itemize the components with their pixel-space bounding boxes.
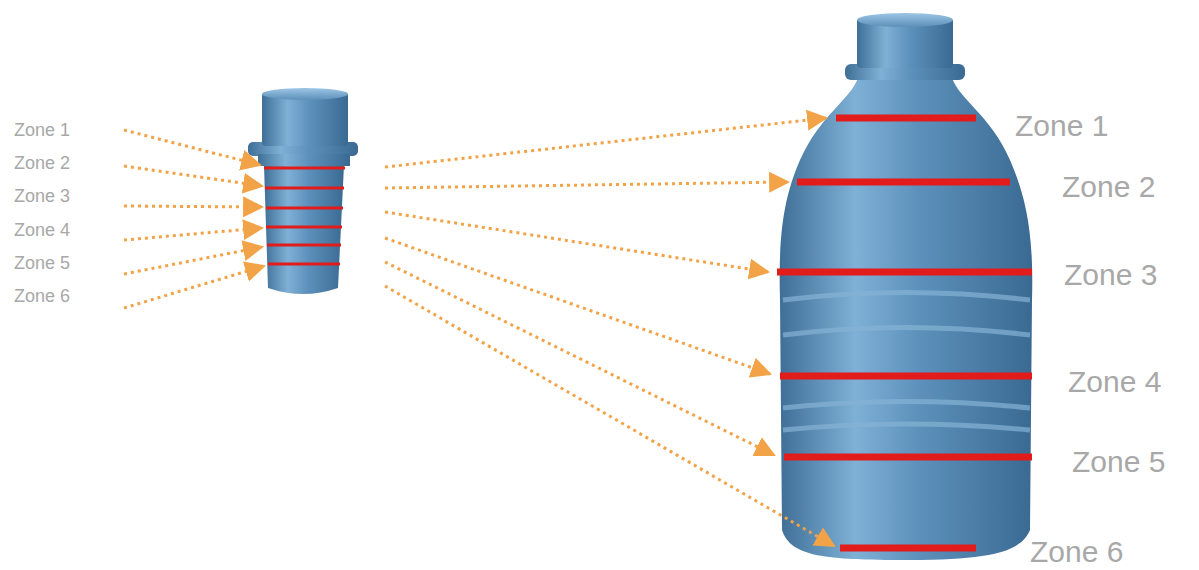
zone-label: Zone 2 xyxy=(14,154,70,172)
zone-label: Zone 2 xyxy=(1062,172,1155,202)
zone-label: Zone 5 xyxy=(1072,447,1165,477)
zone-label: Zone 4 xyxy=(14,221,70,239)
zone-label: Zone 6 xyxy=(1030,537,1123,567)
zone-label: Zone 4 xyxy=(1068,367,1161,397)
zone-label: Zone 1 xyxy=(1015,111,1108,141)
preform xyxy=(248,88,358,294)
zone-label: Zone 5 xyxy=(14,254,70,272)
leader-arrows xyxy=(124,118,834,546)
zone-label: Zone 3 xyxy=(1064,260,1157,290)
zone-label: Zone 3 xyxy=(14,187,70,205)
zone-label: Zone 1 xyxy=(14,121,70,139)
bottle xyxy=(777,13,1032,560)
zone-label: Zone 6 xyxy=(14,287,70,305)
